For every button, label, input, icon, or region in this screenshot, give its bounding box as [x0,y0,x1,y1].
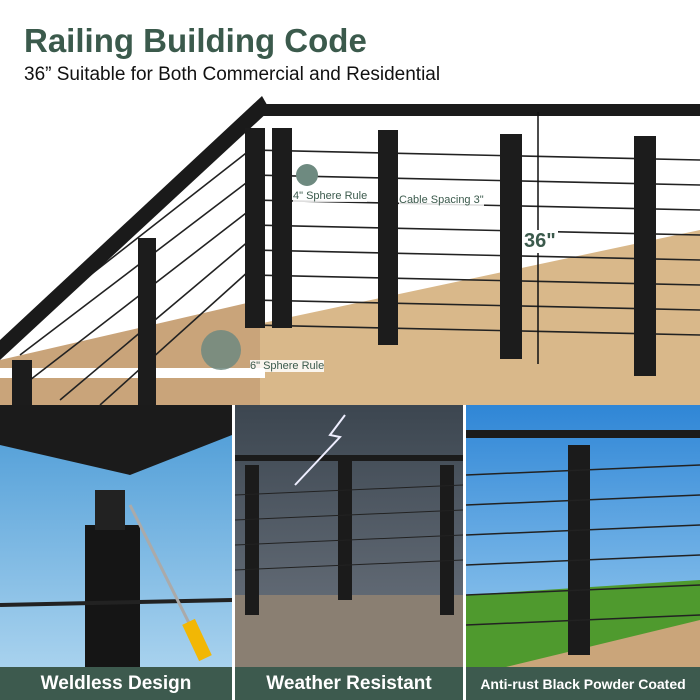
feature-caption-weldless: Weldless Design [0,667,232,700]
page-subtitle: 36” Suitable for Both Commercial and Res… [24,64,441,85]
weldless-design-photo [0,405,232,667]
height-label: 36" [522,230,558,253]
feature-caption-antirust: Anti-rust Black Powder Coated [466,667,700,700]
railing-illustration [0,96,700,405]
weather-resistant-photo [235,405,463,667]
anti-rust-photo [466,405,700,667]
sphere-6-label: 6" Sphere Rule [250,360,325,372]
cable-spacing-label: Cable Spacing 3" [399,194,484,206]
feature-caption-weather: Weather Resistant [235,667,463,700]
page-title: Railing Building Code [24,22,367,59]
sphere-4-label: 4" Sphere Rule [293,190,368,202]
